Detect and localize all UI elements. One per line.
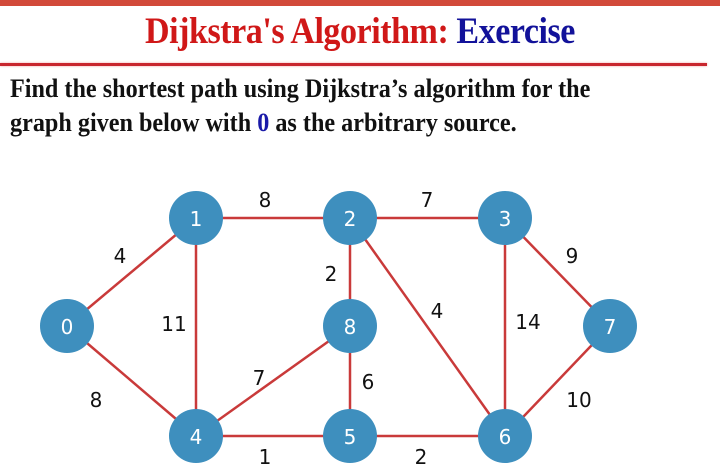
node-circle bbox=[169, 191, 223, 245]
node-label: 3 bbox=[499, 207, 512, 231]
edge-weight-0-1: 4 bbox=[114, 244, 127, 268]
graph-nodes: 0 1 2 3 4 5 6 7 8 bbox=[40, 191, 637, 463]
edge-weight-4-5: 1 bbox=[259, 445, 272, 469]
node-circle bbox=[323, 191, 377, 245]
edge-weight-2-6: 4 bbox=[431, 299, 444, 323]
node-circle bbox=[323, 409, 377, 463]
edge-weight-1-2: 8 bbox=[259, 188, 272, 212]
graph-node-1: 1 bbox=[169, 191, 223, 245]
edge-8-4 bbox=[195, 324, 351, 438]
edge-weight-0-4: 8 bbox=[90, 388, 103, 412]
prompt-line-2: graph given below with 0 as the arbitrar… bbox=[10, 106, 670, 140]
edge-weight-8-4: 7 bbox=[253, 366, 266, 390]
prompt-line-2-after: as the arbitrary source. bbox=[269, 108, 517, 137]
prompt-line-2-before: graph given below with bbox=[10, 108, 258, 137]
node-label: 0 bbox=[61, 315, 74, 339]
node-circle bbox=[323, 299, 377, 353]
node-label: 2 bbox=[344, 207, 357, 231]
source-node-label: 0 bbox=[257, 108, 270, 137]
edge-weight-5-6: 2 bbox=[415, 445, 428, 469]
node-label: 6 bbox=[499, 425, 512, 449]
node-circle bbox=[169, 409, 223, 463]
graph-node-5: 5 bbox=[323, 409, 377, 463]
node-label: 4 bbox=[190, 425, 203, 449]
prompt-line-1: Find the shortest path using Dijkstra’s … bbox=[10, 74, 591, 103]
edge-weight-1-4: 11 bbox=[161, 312, 186, 336]
node-label: 1 bbox=[190, 207, 203, 231]
edge-weight-2-3: 7 bbox=[421, 188, 434, 212]
slide-title: Dijkstra's Algorithm: Exercise bbox=[29, 10, 691, 54]
edge-weight-7-6: 10 bbox=[566, 388, 591, 412]
node-label: 5 bbox=[344, 425, 357, 449]
edge-weight-3-7: 9 bbox=[566, 244, 579, 268]
node-circle bbox=[40, 299, 94, 353]
edge-weight-2-8: 2 bbox=[325, 262, 338, 286]
exercise-prompt: Find the shortest path using Dijkstra’s … bbox=[10, 72, 670, 140]
node-label: 7 bbox=[604, 315, 617, 339]
graph-node-2: 2 bbox=[323, 191, 377, 245]
title-blue-part: Exercise bbox=[456, 11, 575, 52]
title-underline bbox=[0, 63, 707, 66]
graph-node-0: 0 bbox=[40, 299, 94, 353]
edge-0-1 bbox=[66, 217, 197, 327]
edge-2-6 bbox=[348, 217, 507, 437]
graph-node-6: 6 bbox=[478, 409, 532, 463]
graph-node-3: 3 bbox=[478, 191, 532, 245]
graph-node-7: 7 bbox=[583, 299, 637, 353]
top-border-bar bbox=[0, 0, 720, 6]
title-red-part: Dijkstra's Algorithm: bbox=[145, 11, 457, 52]
node-circle bbox=[583, 299, 637, 353]
graph-node-4: 4 bbox=[169, 409, 223, 463]
node-circle bbox=[478, 191, 532, 245]
edge-weight-8-5: 6 bbox=[362, 370, 375, 394]
graph-node-8: 8 bbox=[323, 299, 377, 353]
edge-weight-3-6: 14 bbox=[515, 310, 540, 334]
node-circle bbox=[478, 409, 532, 463]
edge-0-4 bbox=[66, 325, 197, 437]
node-label: 8 bbox=[344, 315, 357, 339]
